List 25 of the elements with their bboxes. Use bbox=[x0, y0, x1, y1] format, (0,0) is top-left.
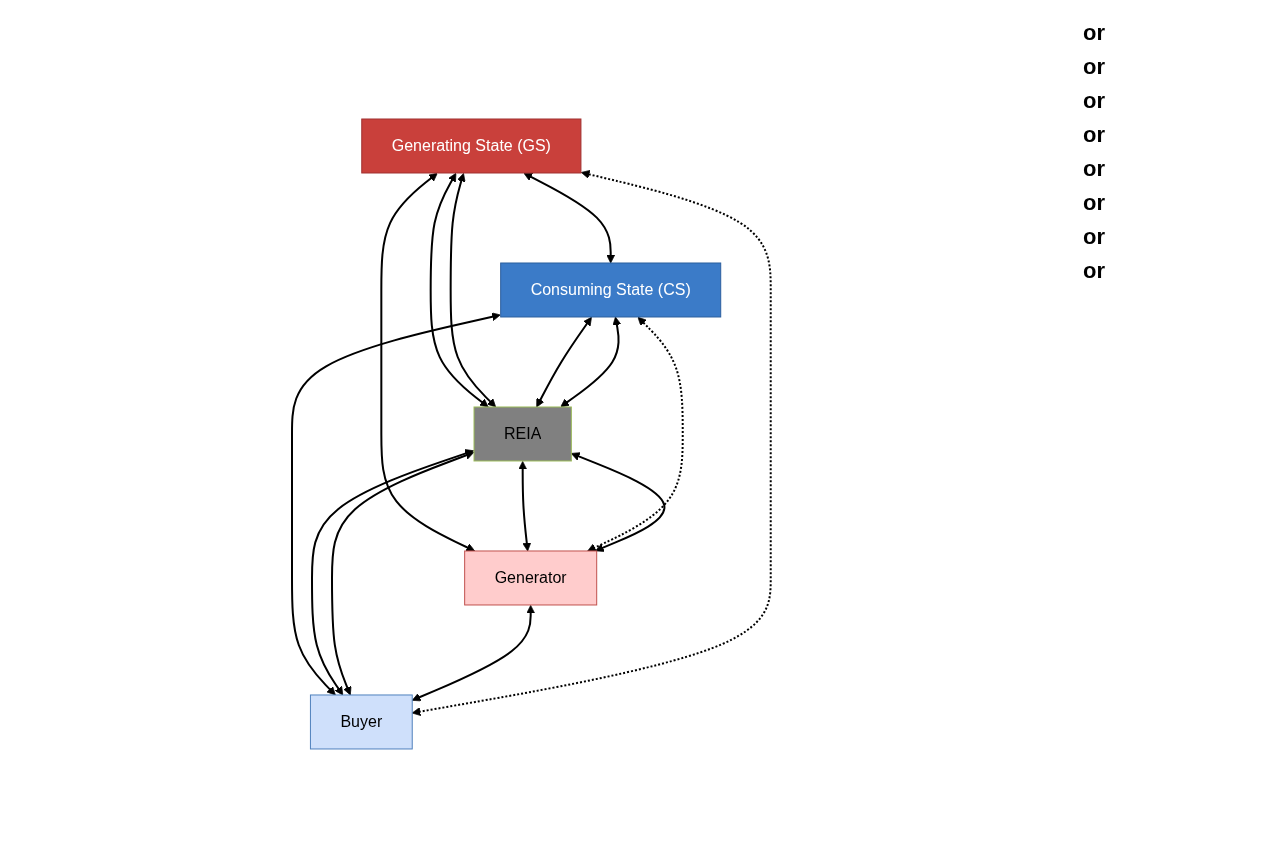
node-box: REIA bbox=[473, 406, 572, 462]
note-text: or bbox=[1083, 54, 1106, 80]
arrow bbox=[536, 316, 592, 408]
arrow bbox=[411, 605, 536, 702]
arrow bbox=[571, 452, 666, 552]
arrow bbox=[411, 170, 772, 716]
note-text: or bbox=[1083, 258, 1106, 284]
arrow bbox=[449, 173, 497, 408]
arrow bbox=[429, 172, 489, 408]
node-box: Consuming State (CS) bbox=[500, 262, 722, 318]
arrow bbox=[380, 172, 476, 552]
node-box: Buyer bbox=[310, 694, 413, 750]
note-text: or bbox=[1083, 122, 1106, 148]
note-text: or bbox=[1083, 156, 1106, 182]
arrow bbox=[518, 461, 532, 552]
note-text: or bbox=[1083, 224, 1106, 250]
arrow bbox=[560, 316, 622, 408]
note-text: or bbox=[1083, 190, 1106, 216]
arrow bbox=[291, 312, 501, 696]
node-box: Generator bbox=[464, 550, 598, 606]
note-text: or bbox=[1083, 20, 1106, 46]
note-text: or bbox=[1083, 88, 1106, 114]
arrow bbox=[587, 316, 684, 552]
arrow bbox=[523, 172, 616, 264]
node-box: Generating State (GS) bbox=[361, 118, 582, 174]
